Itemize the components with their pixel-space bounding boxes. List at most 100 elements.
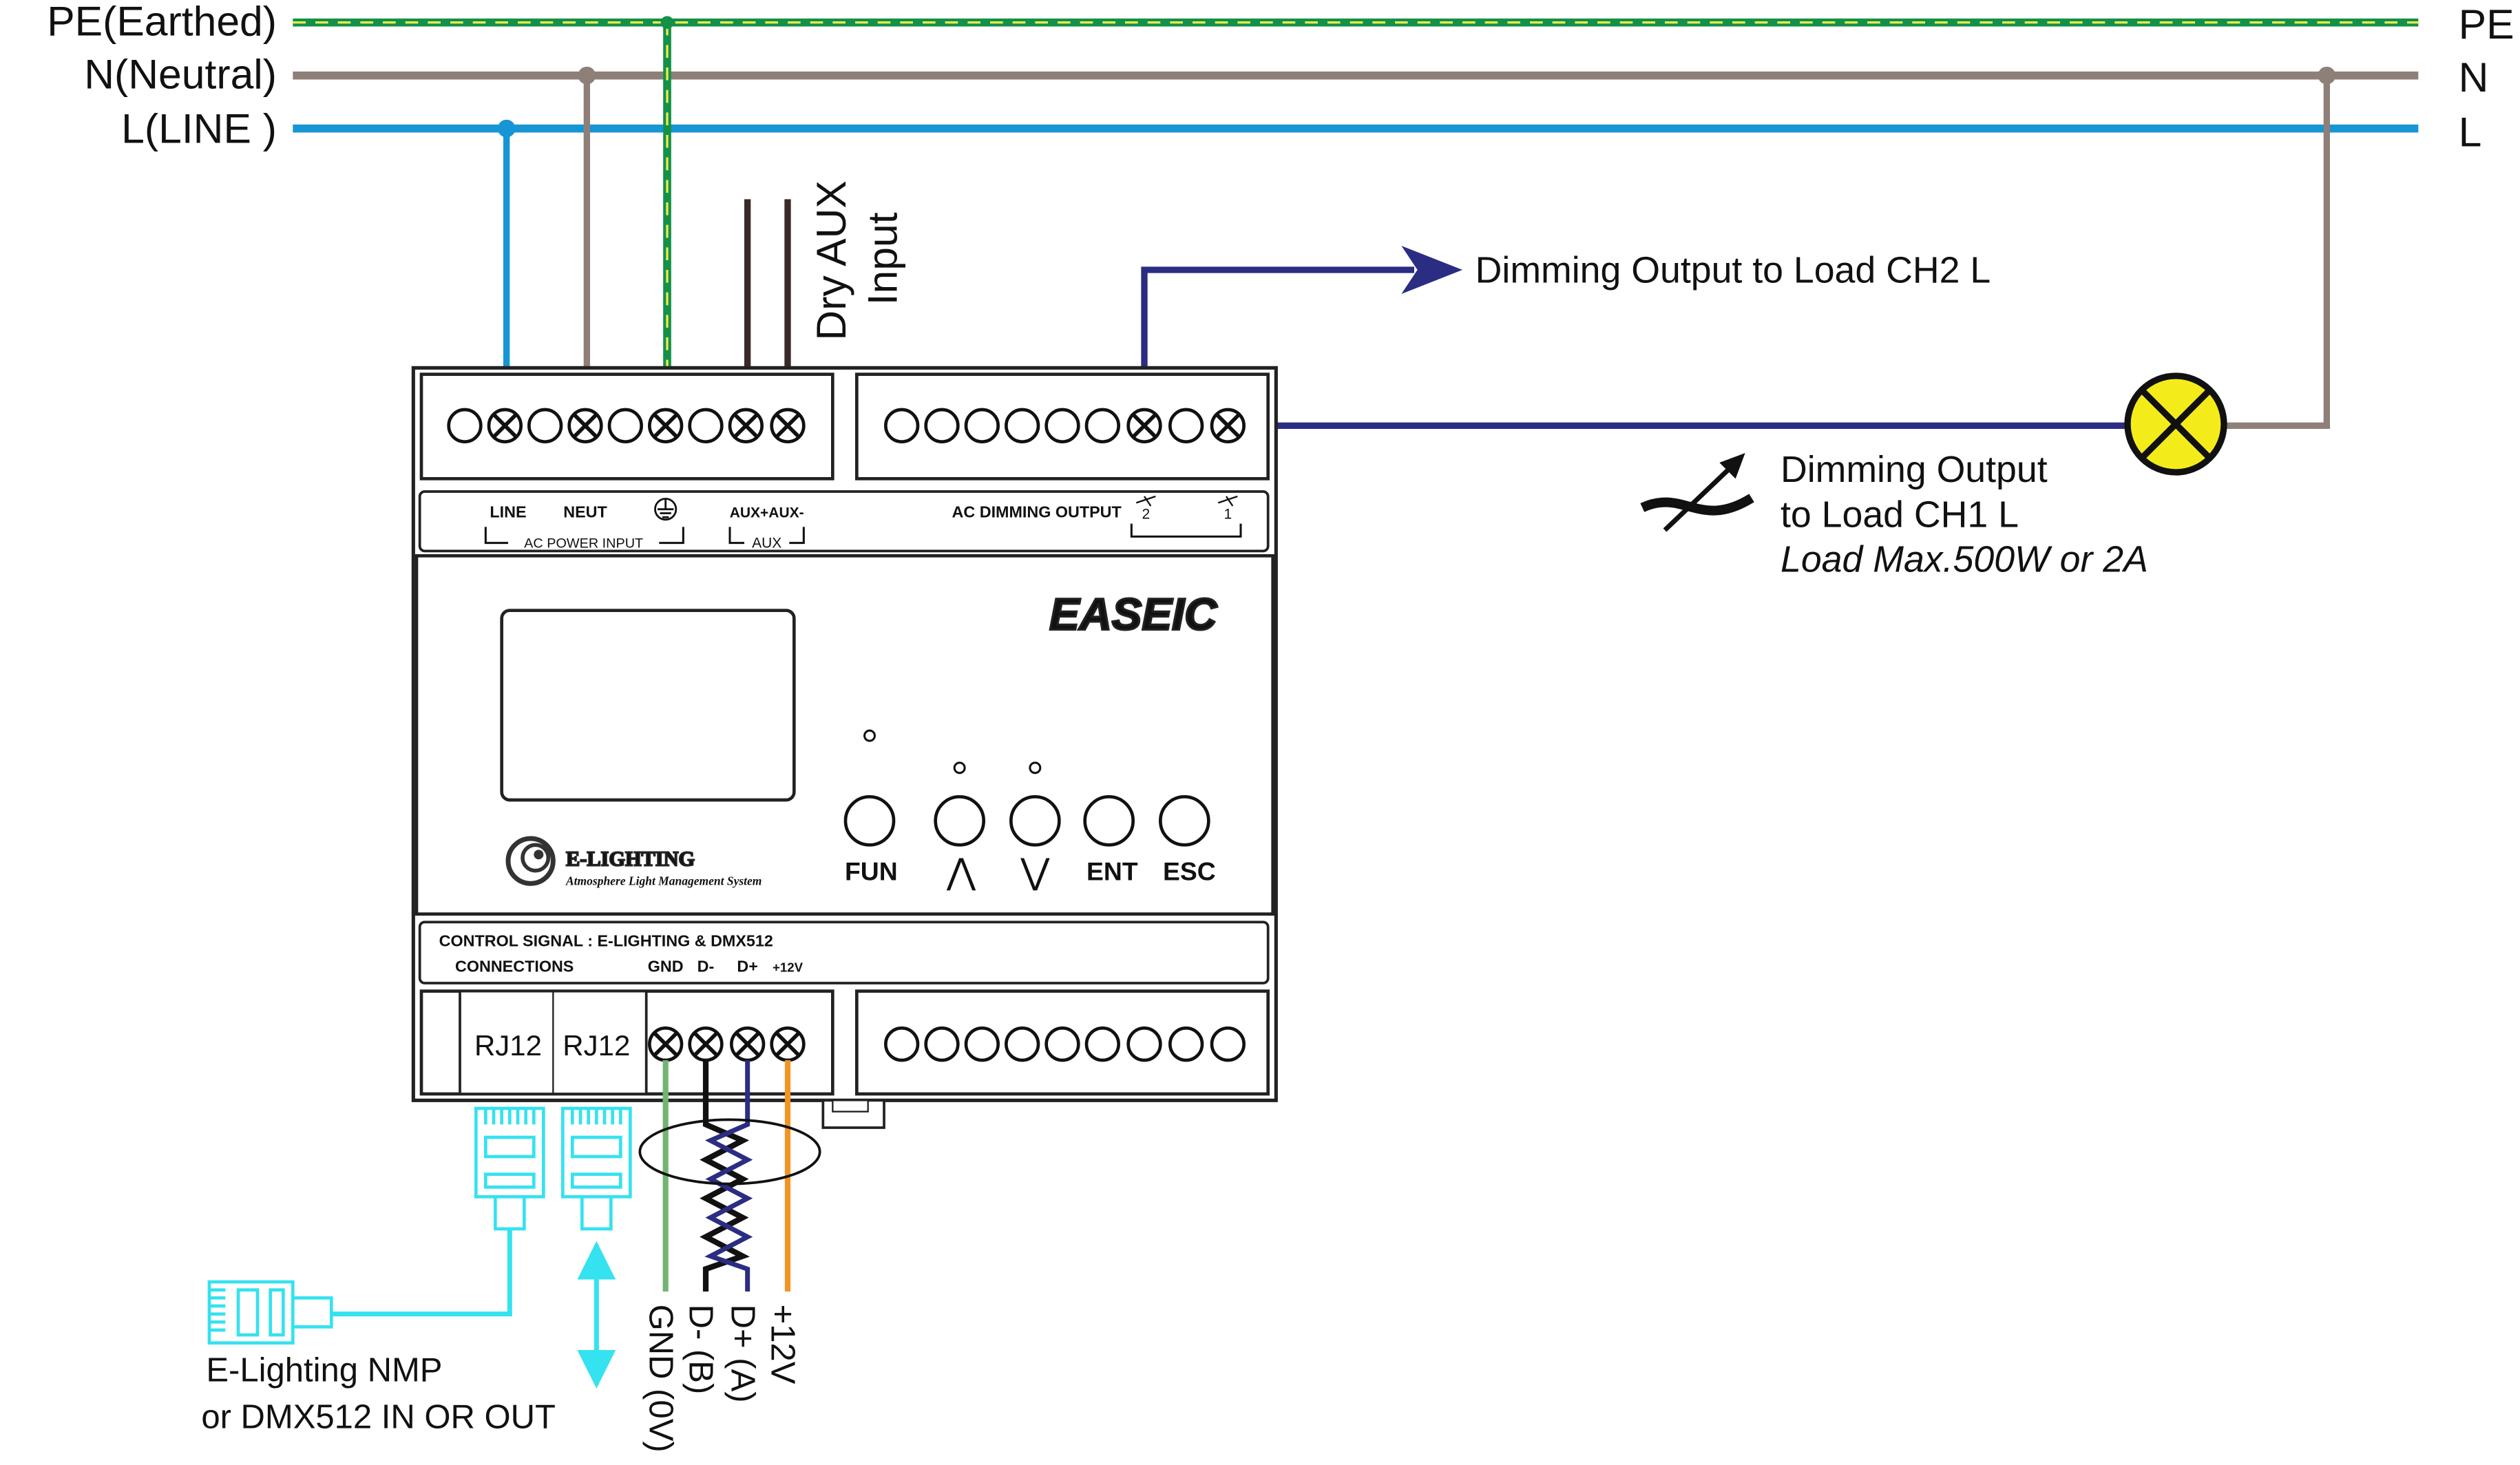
terminal-screw-icon bbox=[964, 1026, 1000, 1062]
ac-dimming-output-label: AC DIMMING OUTPUT bbox=[952, 503, 1122, 520]
ch2-dimmer-mark-icon bbox=[1135, 495, 1156, 507]
rj12-plug-icon bbox=[561, 1106, 632, 1231]
bottom-left-used-crosses bbox=[653, 1031, 801, 1057]
terminal-screw-icon bbox=[1168, 1026, 1204, 1062]
terminal-screw-icon bbox=[1005, 1026, 1040, 1062]
d-minus-signal-label-group: D- (B) bbox=[682, 1305, 720, 1395]
lamp-icon bbox=[2124, 372, 2227, 476]
plus12-signal-label-group: +12V bbox=[764, 1305, 801, 1384]
terminal-screw-icon bbox=[1044, 1026, 1080, 1062]
down-button[interactable] bbox=[1009, 795, 1061, 847]
dimmer-device: LINE NEUT AC POWER INPUT AUX+AUX- AUX AC… bbox=[411, 366, 1278, 1129]
fun-button-label: FUN bbox=[845, 857, 898, 886]
d-minus-signal-wire bbox=[700, 1060, 750, 1292]
twisted-pair-marker bbox=[638, 1118, 821, 1185]
up-button-label: ⋀ bbox=[946, 852, 976, 891]
e-lighting-logo-text: E-LIGHTING bbox=[566, 847, 695, 871]
terminal-screw-icon bbox=[1084, 1026, 1121, 1062]
connections-label: CONNECTIONS bbox=[455, 958, 574, 976]
n-left-label: N(Neutral) bbox=[84, 50, 277, 97]
neutral-junction-dot bbox=[578, 66, 596, 85]
down-button-label: ⋁ bbox=[1020, 852, 1049, 891]
ac-power-input-label: AC POWER INPUT bbox=[524, 536, 643, 551]
terminal-screw-icon bbox=[884, 1026, 920, 1062]
terminal-screw-icon bbox=[924, 1026, 960, 1062]
control-signal-label: CONTROL SIGNAL : E-LIGHTING & DMX512 bbox=[439, 931, 773, 949]
plus12-signal-label: +12V bbox=[764, 1305, 801, 1384]
ch1-terminal-num: 1 bbox=[1224, 507, 1232, 523]
n-right-label: N bbox=[2459, 54, 2489, 101]
up-button[interactable] bbox=[934, 795, 985, 847]
aux-input-label-group: Dry AUX Input bbox=[808, 180, 906, 341]
terminal-screw-icon bbox=[1210, 1026, 1246, 1062]
line-terminal-label: LINE bbox=[490, 503, 526, 520]
terminal-screw-icon bbox=[1084, 408, 1121, 443]
line-junction-dot bbox=[497, 119, 516, 138]
l-right-label: L bbox=[2459, 108, 2482, 155]
terminal-screw-icon bbox=[1005, 408, 1040, 443]
terminal-screw-icon bbox=[924, 408, 960, 443]
ch1-output-label-3: Load Max.500W or 2A bbox=[1781, 539, 2148, 580]
rj12-port-a-label[interactable]: RJ12 bbox=[474, 1029, 542, 1062]
e-lighting-swirl-icon bbox=[505, 836, 556, 886]
ent-button[interactable] bbox=[1083, 795, 1135, 847]
neut-terminal-label: NEUT bbox=[563, 503, 607, 520]
rj-caption-line-1: E-Lighting NMP bbox=[206, 1352, 442, 1389]
indicator-led-3 bbox=[1029, 761, 1042, 774]
terminal-screw-icon bbox=[607, 408, 644, 443]
terminal-screw-icon bbox=[884, 408, 920, 443]
gnd-signal-label: GND (0V) bbox=[642, 1305, 679, 1453]
pe-right-label: PE bbox=[2459, 1, 2514, 48]
bottom-right-terminals bbox=[884, 1026, 1246, 1062]
ent-button-label: ENT bbox=[1086, 857, 1138, 886]
lamp-neutral-junction-dot bbox=[2318, 66, 2336, 85]
terminal-screw-icon bbox=[1126, 1026, 1162, 1062]
l-left-label: L(LINE ) bbox=[121, 105, 277, 152]
terminal-screw-icon bbox=[964, 408, 1000, 443]
d-plus-signal-wire bbox=[704, 1060, 753, 1292]
d-minus-terminal-label: D- bbox=[697, 958, 715, 976]
ch2-terminal-num: 2 bbox=[1142, 507, 1150, 523]
adjustable-dimmer-icon bbox=[1640, 453, 1754, 532]
ch1-output-label-1: Dimming Output bbox=[1781, 449, 2048, 490]
terminal-screw-icon bbox=[1168, 408, 1204, 443]
aux-bracket-gap bbox=[744, 535, 790, 549]
gnd-terminal-label: GND bbox=[648, 958, 684, 976]
fun-button[interactable] bbox=[843, 795, 896, 847]
indicator-led-1 bbox=[863, 729, 876, 742]
ac-power-bracket-gap bbox=[508, 535, 660, 549]
rj-caption-line-2: or DMX512 IN OR OUT bbox=[201, 1398, 556, 1435]
lcd-display bbox=[500, 609, 796, 802]
bus-lines bbox=[293, 18, 2419, 133]
ch1-output-label-2: to Load CH1 L bbox=[1781, 494, 2019, 535]
aux-terminals-label: AUX+AUX- bbox=[730, 505, 804, 520]
aux-input-label-2: Input bbox=[859, 212, 906, 305]
dimming-output-bracket bbox=[1130, 523, 1242, 538]
esc-button-label: ESC bbox=[1163, 857, 1216, 886]
top-right-terminals bbox=[884, 408, 1246, 443]
plus12-terminal-label: +12V bbox=[773, 960, 804, 975]
terminal-screw-icon bbox=[527, 408, 563, 443]
rj12-port-b-label[interactable]: RJ12 bbox=[563, 1029, 630, 1062]
lamp-neutral-wire bbox=[2225, 75, 2331, 429]
d-plus-signal-label-group: D+ (A) bbox=[724, 1305, 761, 1403]
esc-button[interactable] bbox=[1159, 795, 1210, 847]
bottom-label-strip bbox=[418, 920, 1270, 984]
ch2-arrow-icon bbox=[1401, 246, 1462, 294]
indicator-led-2 bbox=[953, 761, 966, 774]
pe-junction-dot bbox=[660, 16, 674, 29]
rj12-plug-icon bbox=[207, 1280, 333, 1345]
aux-input-label-1: Dry AUX bbox=[808, 180, 854, 341]
rj12-cable-a bbox=[331, 1229, 512, 1317]
terminal-screw-icon bbox=[688, 408, 724, 443]
easeic-logo: EASEIC bbox=[1049, 588, 1219, 640]
ch1-dimmer-mark-icon bbox=[1217, 495, 1238, 507]
d-plus-signal-label: D+ (A) bbox=[724, 1305, 761, 1403]
rj12-plug-icon bbox=[474, 1106, 545, 1231]
terminal-screw-icon bbox=[1044, 408, 1080, 443]
terminal-screw-icon bbox=[447, 408, 483, 443]
aux-label: AUX bbox=[752, 536, 781, 551]
pe-left-label: PE(Earthed) bbox=[47, 0, 277, 44]
ch2-output-label: Dimming Output to Load CH2 L bbox=[1476, 250, 1991, 291]
